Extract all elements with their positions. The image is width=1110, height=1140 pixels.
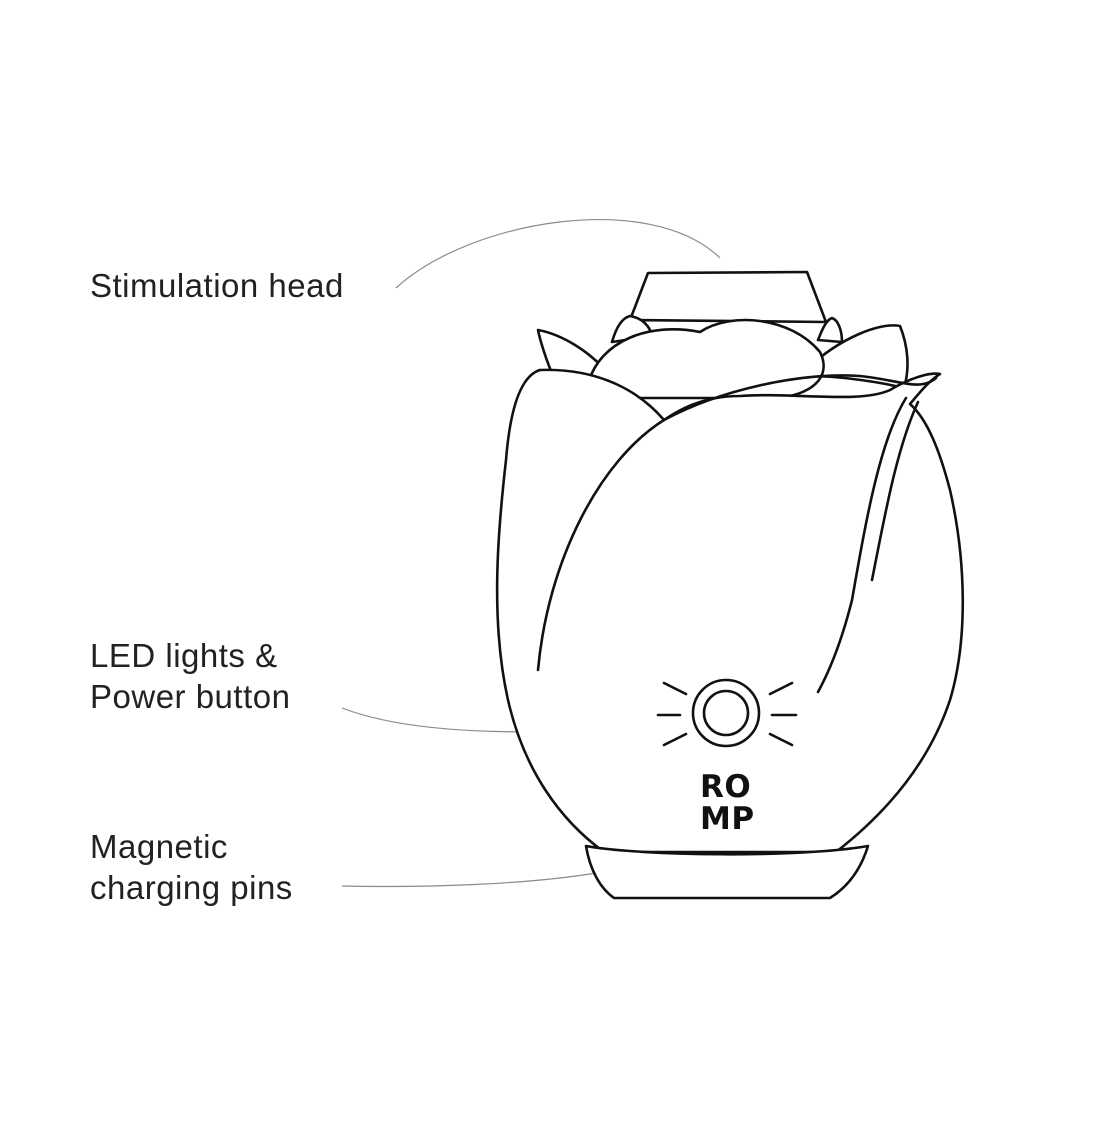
inner-petal-right-tip (816, 316, 844, 344)
led-label-line1: LED lights & (90, 637, 278, 674)
brand-logo-line1: RO (700, 769, 751, 805)
led-ray-upper-right (768, 681, 794, 696)
led-ray-upper-left (662, 681, 688, 696)
charging-pins-label: Magnetic charging pins (90, 826, 293, 908)
right-back-petal (806, 324, 909, 390)
power-button-inner-ring (702, 689, 750, 737)
led-power-button-label: LED lights & Power button (90, 635, 290, 717)
pins-label-line2: charging pins (90, 869, 293, 906)
front-petal-edge-right (662, 374, 938, 422)
leader-line-stimulation-head (395, 219, 721, 289)
power-button-outer-ring (691, 678, 761, 748)
power-button-group (656, 678, 798, 748)
right-petal-inner-edge-2 (870, 400, 920, 582)
charging-base-band (584, 844, 870, 900)
pins-label-line1: Magnetic (90, 828, 228, 865)
led-ray-lower-left (662, 732, 688, 747)
stimulation-head-text: Stimulation head (90, 267, 344, 304)
led-ray-lower-right (768, 732, 794, 747)
main-body-outline (495, 368, 965, 854)
stimulation-head-label: Stimulation head (90, 265, 344, 306)
led-label-line2: Power button (90, 678, 291, 715)
brand-logo-line2: MP (700, 801, 755, 837)
leader-line-charging-pins (341, 872, 597, 888)
front-petal-edge-left (536, 418, 666, 672)
right-petal-inner-edge (816, 396, 908, 694)
stimulation-head-shape (628, 270, 828, 324)
